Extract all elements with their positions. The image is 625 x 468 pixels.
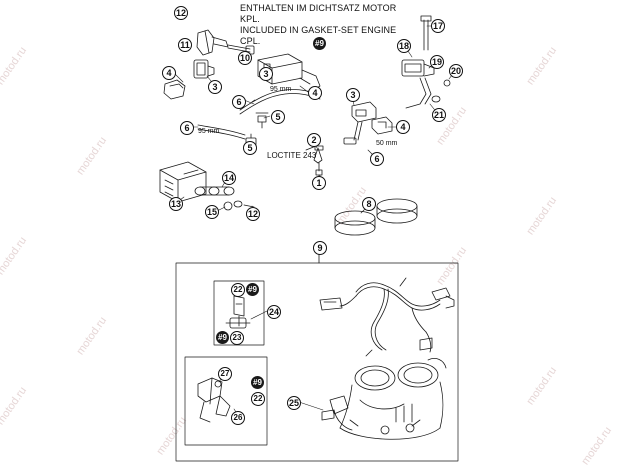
sleeve-part [194, 186, 235, 196]
notice-line-german: ENTHALTEN IM DICHTSATZ MOTOR KPL. [240, 3, 397, 24]
intake-ring-part [334, 198, 418, 236]
part-callout: 5 [271, 110, 285, 124]
gasket-set-mark: #9 [313, 37, 326, 50]
sensor-part [257, 53, 321, 91]
part-callout: 21 [432, 108, 446, 122]
part-callout: 12 [174, 6, 188, 20]
part-callout: 18 [397, 39, 411, 53]
assembly-frame [175, 246, 459, 462]
part-callout: 22 [231, 283, 245, 297]
part-callout: 11 [178, 38, 192, 52]
part-callout: 12 [246, 207, 260, 221]
part-callout: 3 [208, 80, 222, 94]
part-callout: 6 [232, 95, 246, 109]
part-callout: 3 [259, 67, 273, 81]
part-callout: 1 [312, 176, 326, 190]
part-callout: 15 [205, 205, 219, 219]
control-unit-part [159, 161, 207, 203]
hose-length-label: 95 mm [270, 86, 292, 93]
part-callout: 3 [346, 88, 360, 102]
part-callout: 5 [243, 141, 257, 155]
linkage-part [197, 377, 231, 423]
part-callout: 4 [162, 66, 176, 80]
part-callout: 25 [287, 396, 301, 410]
part-callout: 6 [180, 121, 194, 135]
part-callout: 24 [267, 305, 281, 319]
bracket-part [401, 15, 451, 109]
throttle-body [321, 358, 447, 440]
part-callout: 26 [231, 411, 245, 425]
hose-length-label: 95 mm [198, 128, 220, 135]
part-callout: 22 [251, 392, 265, 406]
gasket-set-mark: #9 [251, 376, 264, 389]
part-callout: 4 [396, 120, 410, 134]
gasket-set-mark: #9 [246, 283, 259, 296]
gasket-set-notice: ENTHALTEN IM DICHTSATZ MOTOR KPL. INCLUD… [240, 3, 414, 47]
gasket-set-mark: #9 [216, 331, 229, 344]
part-callout: 20 [449, 64, 463, 78]
connector-part [371, 116, 393, 135]
part-callout: 13 [169, 197, 183, 211]
hose-length-label: 50 mm [376, 140, 398, 147]
sensor-part [343, 101, 377, 145]
part-callout: 27 [218, 367, 232, 381]
part-callout: 23 [230, 331, 244, 345]
sensor-part [163, 79, 186, 100]
part-callout: 6 [370, 152, 384, 166]
injector-part [225, 295, 251, 329]
bracket-part [196, 29, 229, 56]
part-callout: 8 [362, 197, 376, 211]
sensor-part [193, 59, 215, 79]
part-callout: 2 [307, 133, 321, 147]
wiring-harness [319, 277, 455, 357]
part-callout: 4 [308, 86, 322, 100]
part-callout: 19 [430, 55, 444, 69]
part-callout: 10 [238, 51, 252, 65]
hose-part [197, 124, 246, 140]
threadlocker-label: LOCTITE 243 [267, 151, 317, 160]
part-callout: 14 [222, 171, 236, 185]
notice-line-english: INCLUDED IN GASKET-SET ENGINE CPL. [240, 25, 397, 46]
part-callout: 9 [313, 241, 327, 255]
part-callout: 17 [431, 19, 445, 33]
